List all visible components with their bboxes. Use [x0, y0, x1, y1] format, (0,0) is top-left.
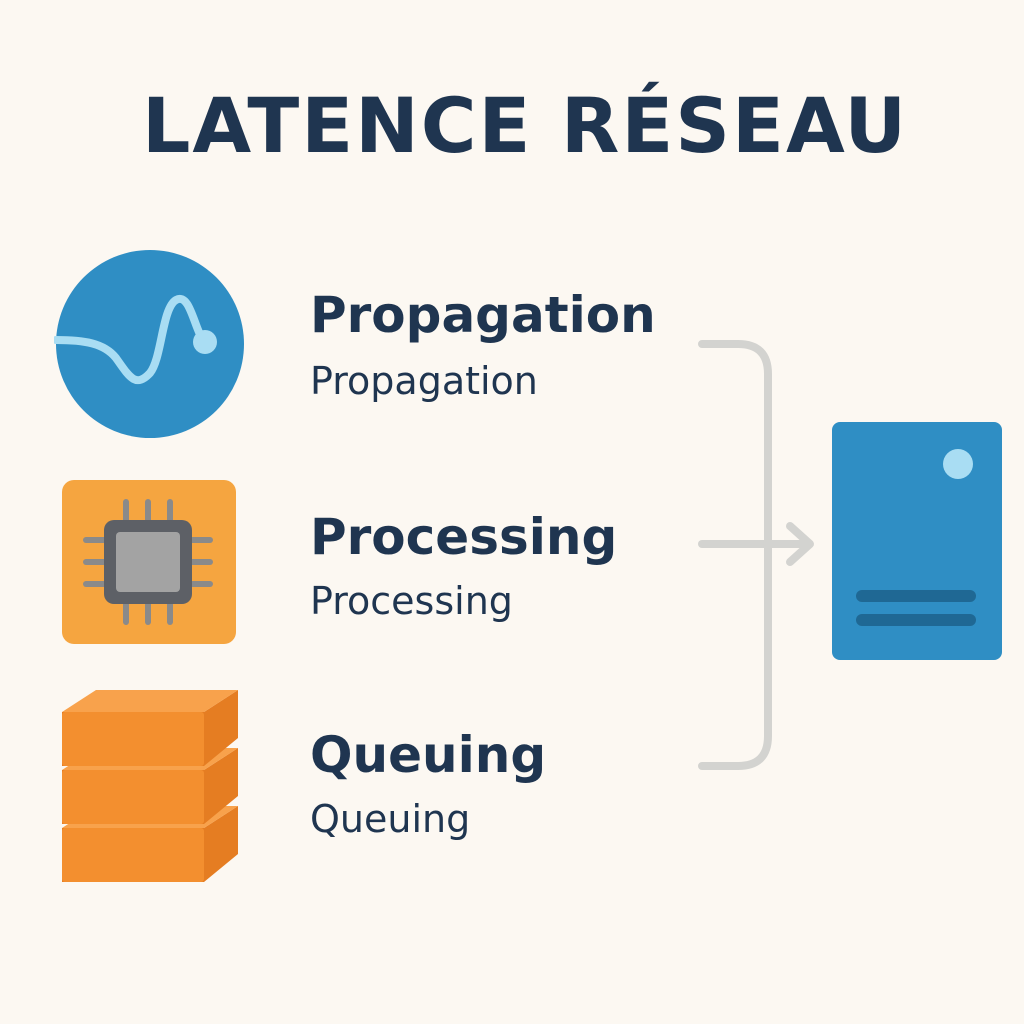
diagram-title: LATENCE RÉSEAU	[142, 81, 909, 170]
connector-bracket	[698, 340, 814, 770]
component-sublabel-queuing: Queuing	[310, 797, 471, 841]
server-icon	[832, 422, 1002, 660]
queue-stack-icon	[62, 690, 238, 882]
component-label-queuing: Queuing	[310, 726, 547, 784]
signal-wave-icon	[54, 250, 244, 438]
cpu-chip-icon	[62, 480, 236, 644]
component-sublabel-processing: Processing	[310, 579, 513, 623]
component-label-propagation: Propagation	[310, 286, 656, 344]
component-label-processing: Processing	[310, 508, 618, 566]
component-sublabel-propagation: Propagation	[310, 359, 538, 403]
